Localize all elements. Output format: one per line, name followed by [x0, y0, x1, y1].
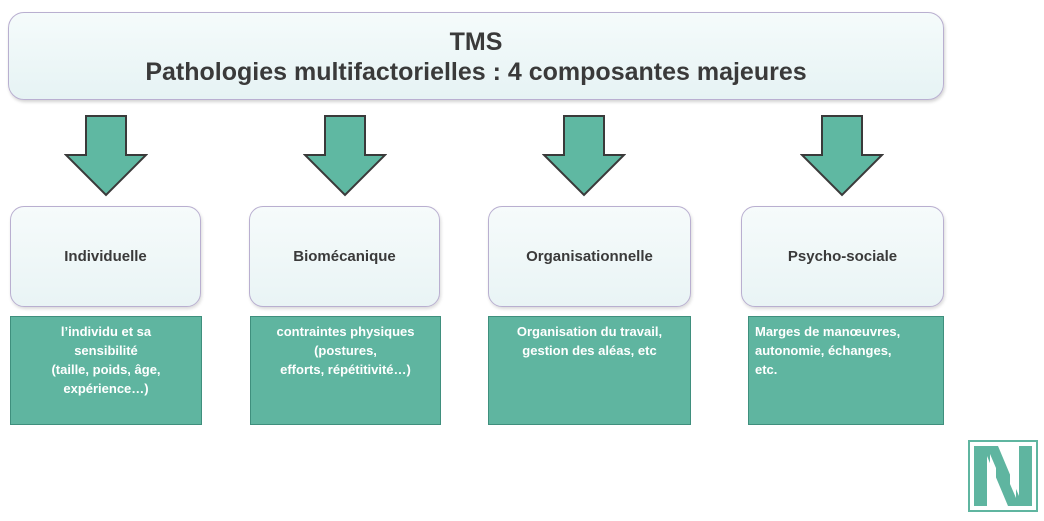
component-title: Biomécanique — [293, 248, 396, 265]
component-description-individuelle: l’individu et sa sensibilité (taille, po… — [10, 316, 202, 425]
component-title: Individuelle — [64, 248, 147, 265]
description-line: gestion des aléas, etc — [522, 343, 657, 358]
description-line: autonomie, échanges, — [755, 343, 892, 358]
down-arrow-icon — [800, 115, 884, 197]
header-title: TMS — [449, 28, 503, 56]
component-box-biomecanique: Biomécanique — [249, 206, 440, 307]
component-description-psycho-sociale: Marges de manœuvres, autonomie, échanges… — [748, 316, 944, 425]
description-line: sensibilité — [74, 343, 138, 358]
description-line: Marges de manœuvres, — [755, 324, 901, 339]
down-arrow-icon — [542, 115, 626, 197]
description-line: expérience…) — [63, 381, 149, 396]
description-line: (taille, poids, âge, — [51, 362, 161, 377]
down-arrow-icon — [64, 115, 148, 197]
component-description-biomecanique: contraintes physiques (postures, efforts… — [250, 316, 441, 425]
down-arrow-icon — [303, 115, 387, 197]
description-line: Organisation du travail, — [516, 324, 663, 339]
description-line: l’individu et sa — [60, 324, 152, 339]
component-title: Psycho-sociale — [787, 248, 898, 265]
n-logo-icon — [968, 440, 1038, 512]
component-title: Organisationnelle — [526, 248, 653, 265]
header-subtitle: Pathologies multifactorielles : 4 compos… — [145, 58, 807, 86]
component-box-organisationnelle: Organisationnelle — [488, 206, 691, 307]
component-description-organisationnelle: Organisation du travail, gestion des alé… — [488, 316, 691, 425]
description-line: contraintes physiques — [276, 324, 415, 339]
component-box-individuelle: Individuelle — [10, 206, 201, 307]
description-line: (postures, — [314, 343, 377, 358]
diagram-header: TMS Pathologies multifactorielles : 4 co… — [8, 12, 944, 100]
description-line: efforts, répétitivité…) — [280, 362, 411, 377]
description-line: etc. — [755, 362, 778, 377]
component-box-psycho-sociale: Psycho-sociale — [741, 206, 944, 307]
